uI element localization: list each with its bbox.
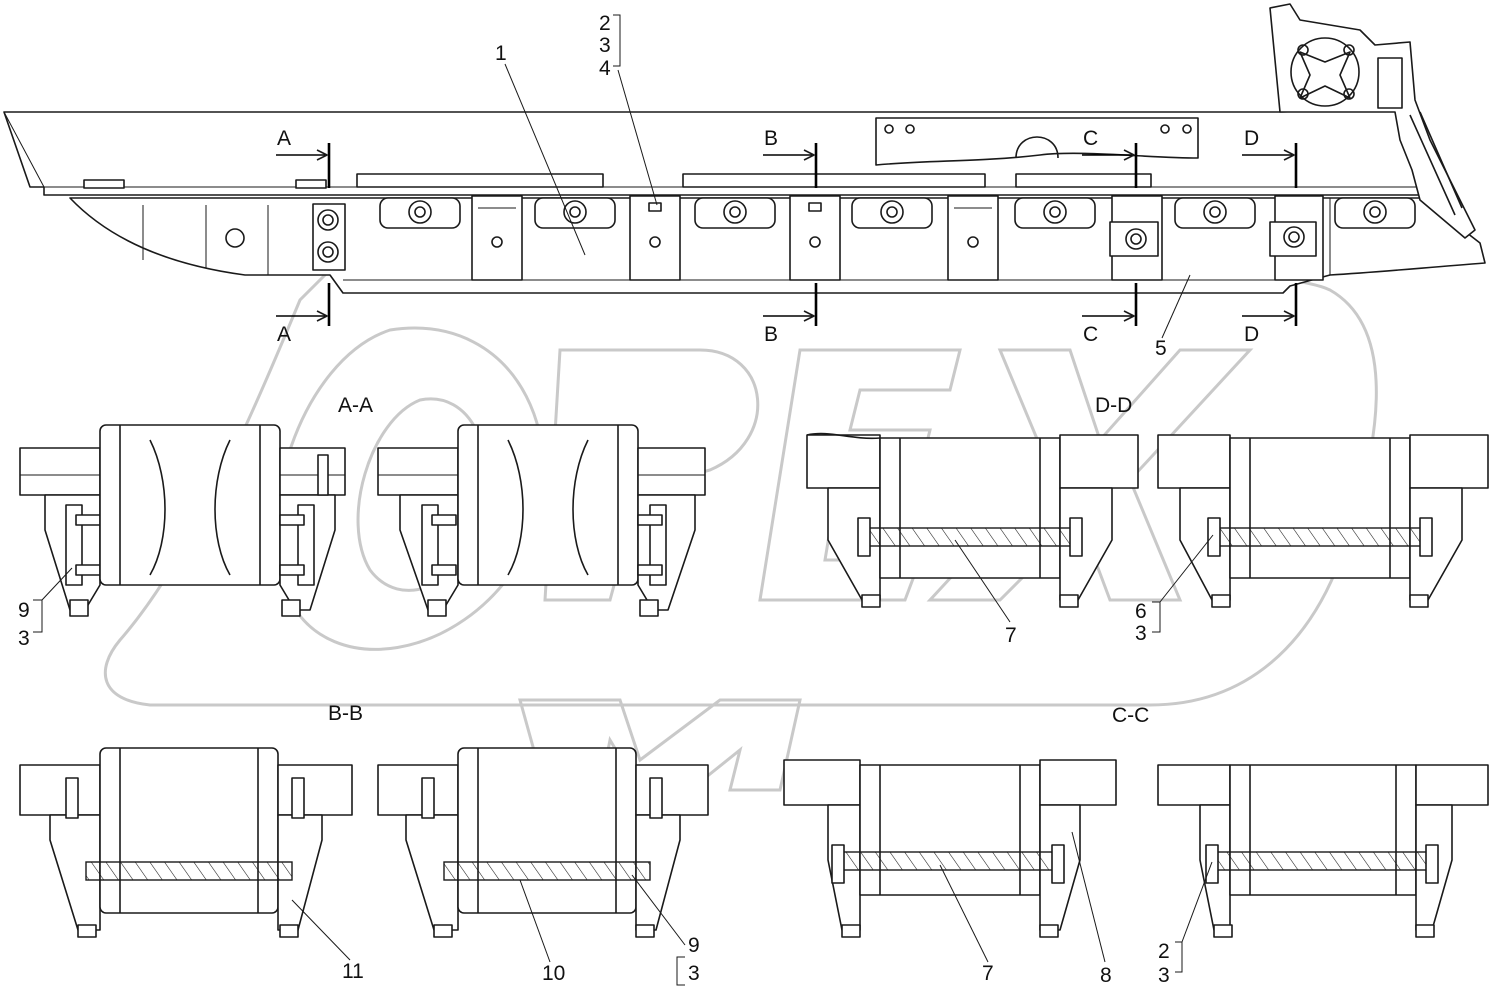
bracket [1109,195,1163,281]
roller-section [1157,764,1489,938]
roller [1014,197,1096,229]
section-view-a-a: A-A [18,394,706,650]
section-view-b-b: B-B 11 [19,702,709,986]
bottom-rollers [379,197,1416,229]
callout-stack-2-3-4: 2 3 4 [599,12,658,206]
guard-brackets [471,195,1324,281]
svg-text:2: 2 [1158,940,1170,963]
roller [1334,197,1416,229]
roller-section [19,747,353,938]
bracket [629,195,681,281]
callout-part-5: 5 [1155,274,1191,360]
callout-part-1: 1 [495,42,586,256]
svg-text:7: 7 [982,962,994,985]
cutting-plane-b: B B [763,127,818,346]
bracket [789,195,841,281]
roller-section [19,424,346,617]
svg-text:3: 3 [1158,964,1170,987]
section-a-top-label: A [277,127,291,150]
callout-part-8-cc: 8 [1071,831,1112,987]
bracket [1269,195,1324,281]
bracket [947,195,999,281]
callout-part-10-bb: 10 [519,879,565,985]
svg-text:8: 8 [1100,964,1112,987]
callout-part-7-dd: 7 [954,539,1017,647]
roller [534,197,616,229]
svg-text:4: 4 [599,57,611,80]
svg-text:9: 9 [688,934,700,957]
section-title-d-d: D-D [1095,394,1132,417]
svg-text:11: 11 [342,960,364,983]
svg-text:10: 10 [542,962,565,985]
svg-text:2: 2 [599,12,611,35]
section-c-bottom-label: C [1083,323,1098,346]
callout-stack-6-3-dd: 6 3 [1135,534,1214,645]
svg-text:3: 3 [1135,622,1147,645]
track-frame-side-view [3,3,1486,294]
callout-part-7-cc: 7 [939,864,994,985]
svg-text:3: 3 [18,627,30,650]
svg-text:3: 3 [688,962,700,985]
callout-part-11-bb: 11 [291,899,364,983]
section-b-top-label: B [764,127,778,150]
svg-text:6: 6 [1135,600,1147,623]
roller [851,197,933,229]
section-title-c-c: C-C [1112,704,1149,727]
section-c-top-label: C [1083,127,1098,150]
section-view-d-d: D-D 7 [806,394,1489,647]
roller-section [377,424,706,617]
svg-text:7: 7 [1005,624,1017,647]
section-b-bottom-label: B [764,323,778,346]
cutting-plane-a: A A [276,127,331,346]
roller [379,197,461,229]
roller [1174,197,1256,229]
bracket [471,195,523,281]
roller-section [806,432,1139,608]
svg-text:5: 5 [1155,337,1167,360]
section-view-c-c: C-C 7 [783,704,1489,987]
section-title-a-a: A-A [338,394,373,417]
callout-stack-9-3-bb: 9 3 [631,874,700,986]
section-d-bottom-label: D [1244,323,1259,346]
roller-section [1157,434,1489,608]
svg-text:3: 3 [599,34,611,57]
cutting-plane-c: C C [1082,127,1138,346]
roller-section [783,759,1117,938]
cutting-plane-d: D D [1242,127,1298,346]
roller [694,197,776,229]
callout-stack-9-3-aa: 9 3 [18,567,73,650]
callout-stack-2-3-cc: 2 3 [1158,861,1213,987]
section-title-b-b: B-B [328,702,363,725]
section-d-top-label: D [1244,127,1259,150]
svg-text:1: 1 [495,42,507,65]
svg-text:9: 9 [18,599,30,622]
roller-section [377,747,709,938]
section-a-bottom-label: A [277,323,291,346]
